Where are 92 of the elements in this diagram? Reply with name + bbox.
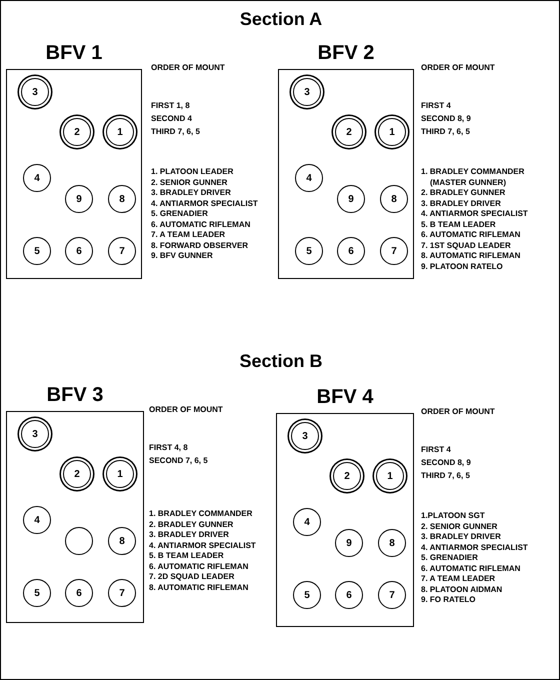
double-seat-circle: 2 (333, 462, 361, 490)
vehicle-heading: BFV 2 (316, 41, 376, 65)
seat-circle: 8 (108, 527, 136, 555)
crew-roster-item: 9. FO RATELO (421, 595, 477, 606)
seat-circle: 8 (108, 185, 136, 213)
seat-circle: 6 (335, 581, 363, 609)
seat-circle (65, 527, 93, 555)
seat-circle: 4 (295, 164, 323, 192)
seat-circle: 9 (335, 529, 363, 557)
seat-circle: 4 (23, 506, 51, 534)
double-seat-circle: 1 (106, 460, 134, 488)
crew-roster-item: 5. GRENADIER (151, 209, 209, 220)
mount-order-line: SECOND 4 (151, 114, 192, 124)
vehicle-heading: BFV 3 (46, 383, 104, 407)
mount-order-line: THIRD 7, 6, 5 (421, 471, 470, 481)
seat-circle: 5 (295, 237, 323, 265)
seat-circle: 7 (108, 579, 136, 607)
seat-circle: 4 (23, 164, 51, 192)
seat-circle: 9 (337, 185, 365, 213)
seat-circle: 5 (293, 581, 321, 609)
seat-circle: 7 (380, 237, 408, 265)
seat-circle: 5 (23, 237, 51, 265)
crew-roster-item: 8. AUTOMATIC RIFLEMAN (149, 582, 250, 593)
crew-roster-item: 7. 2D SQUAD LEADER (149, 572, 236, 582)
double-seat-circle: 3 (291, 422, 319, 450)
double-seat-circle: 1 (378, 118, 406, 146)
crew-roster-item: 6. AUTOMATIC RIFLEMAN (149, 562, 250, 572)
mount-order-line: SECOND 8, 9 (421, 114, 471, 124)
crew-roster-item: 5. B TEAM LEADER (149, 551, 225, 562)
mount-order-heading: ORDER OF MOUNT (151, 63, 225, 73)
crew-roster-item: 7. 1ST SQUAD LEADER (421, 240, 512, 251)
seat-circle: 5 (23, 579, 51, 607)
crew-roster-item: 9. PLATOON RATELO (421, 262, 504, 272)
crew-roster-item: 1. PLATOON LEADER (151, 167, 234, 178)
mount-order-line: FIRST 4, 8 (149, 443, 188, 453)
seat-circle: 8 (378, 529, 406, 557)
crew-roster-item: 1.PLATOON SGT (421, 511, 486, 522)
crew-roster-item: 2. BRADLEY GUNNER (149, 520, 234, 530)
crew-roster-item: 7. A TEAM LEADER (421, 574, 496, 584)
mount-order-heading: ORDER OF MOUNT (421, 407, 495, 417)
crew-roster-item: 4. ANTIARMOR SPECIALIST (151, 198, 259, 209)
double-seat-circle: 1 (106, 118, 134, 146)
mount-order-line: FIRST 4 (421, 101, 451, 111)
crew-roster-item: 3. BRADLEY DRIVER (151, 188, 232, 198)
crew-roster-item: 3. BRADLEY DRIVER (421, 198, 502, 209)
crew-roster-item: 4. ANTIARMOR SPECIALIST (149, 540, 257, 551)
crew-roster-item: 8. PLATOON AIDMAN (421, 584, 504, 595)
crew-roster-item: 6. AUTOMATIC RIFLEMAN (151, 220, 252, 230)
crew-roster-item: 3. BRADLEY DRIVER (149, 530, 230, 540)
crew-roster-item: 8. AUTOMATIC RIFLEMAN (421, 251, 522, 262)
crew-roster-item: 2. SENIOR GUNNER (151, 178, 228, 188)
mount-order-heading: ORDER OF MOUNT (421, 63, 495, 73)
seat-circle: 8 (380, 185, 408, 213)
mount-order-line: SECOND 7, 6, 5 (149, 456, 208, 466)
crew-roster-item: 9. BFV GUNNER (151, 251, 214, 262)
crew-roster-item: 8. FORWARD OBSERVER (151, 240, 250, 251)
double-seat-circle: 3 (21, 420, 49, 448)
seat-circle: 6 (65, 579, 93, 607)
double-seat-circle: 2 (63, 118, 91, 146)
double-seat-circle: 3 (21, 78, 49, 106)
seat-circle: 4 (293, 508, 321, 536)
crew-roster-item: 1. BRADLEY COMMANDER (MASTER GUNNER) (421, 167, 526, 188)
crew-roster-item: 3. BRADLEY DRIVER (421, 532, 502, 542)
mount-order-line: FIRST 1, 8 (151, 101, 190, 111)
seat-circle: 7 (378, 581, 406, 609)
mount-order-line: THIRD 7, 6, 5 (421, 127, 470, 137)
crew-roster-item: 6. AUTOMATIC RIFLEMAN (421, 564, 522, 574)
crew-roster-item: 5. GRENADIER (421, 553, 479, 564)
vehicle-heading: BFV 4 (316, 385, 374, 409)
crew-roster-item: 2. SENIOR GUNNER (421, 522, 498, 532)
mount-order-line: SECOND 8, 9 (421, 458, 471, 468)
crew-roster-item: 7. A TEAM LEADER (151, 230, 226, 240)
mount-order-line: FIRST 4 (421, 445, 451, 455)
double-seat-circle: 2 (335, 118, 363, 146)
crew-roster-item: 1. BRADLEY COMMANDER (149, 509, 254, 520)
double-seat-circle: 3 (293, 78, 321, 106)
crew-roster-item: 5. B TEAM LEADER (421, 220, 497, 230)
mount-order-line: THIRD 7, 6, 5 (151, 127, 200, 137)
mount-order-heading: ORDER OF MOUNT (149, 405, 223, 415)
crew-roster-item: 4. ANTIARMOR SPECIALIST (421, 209, 529, 220)
seat-circle: 9 (65, 185, 93, 213)
seat-circle: 6 (337, 237, 365, 265)
crew-roster-item: 2. BRADLEY GUNNER (421, 188, 506, 198)
seat-circle: 7 (108, 237, 136, 265)
double-seat-circle: 1 (376, 462, 404, 490)
section-heading: Section B (238, 351, 324, 372)
section-heading: Section A (238, 9, 324, 30)
vehicle-heading: BFV 1 (44, 41, 104, 65)
crew-roster-item: 4. ANTIARMOR SPECIALIST (421, 542, 529, 553)
double-seat-circle: 2 (63, 460, 91, 488)
crew-roster-item: 6. AUTOMATIC RIFLEMAN (421, 230, 522, 240)
seat-circle: 6 (65, 237, 93, 265)
